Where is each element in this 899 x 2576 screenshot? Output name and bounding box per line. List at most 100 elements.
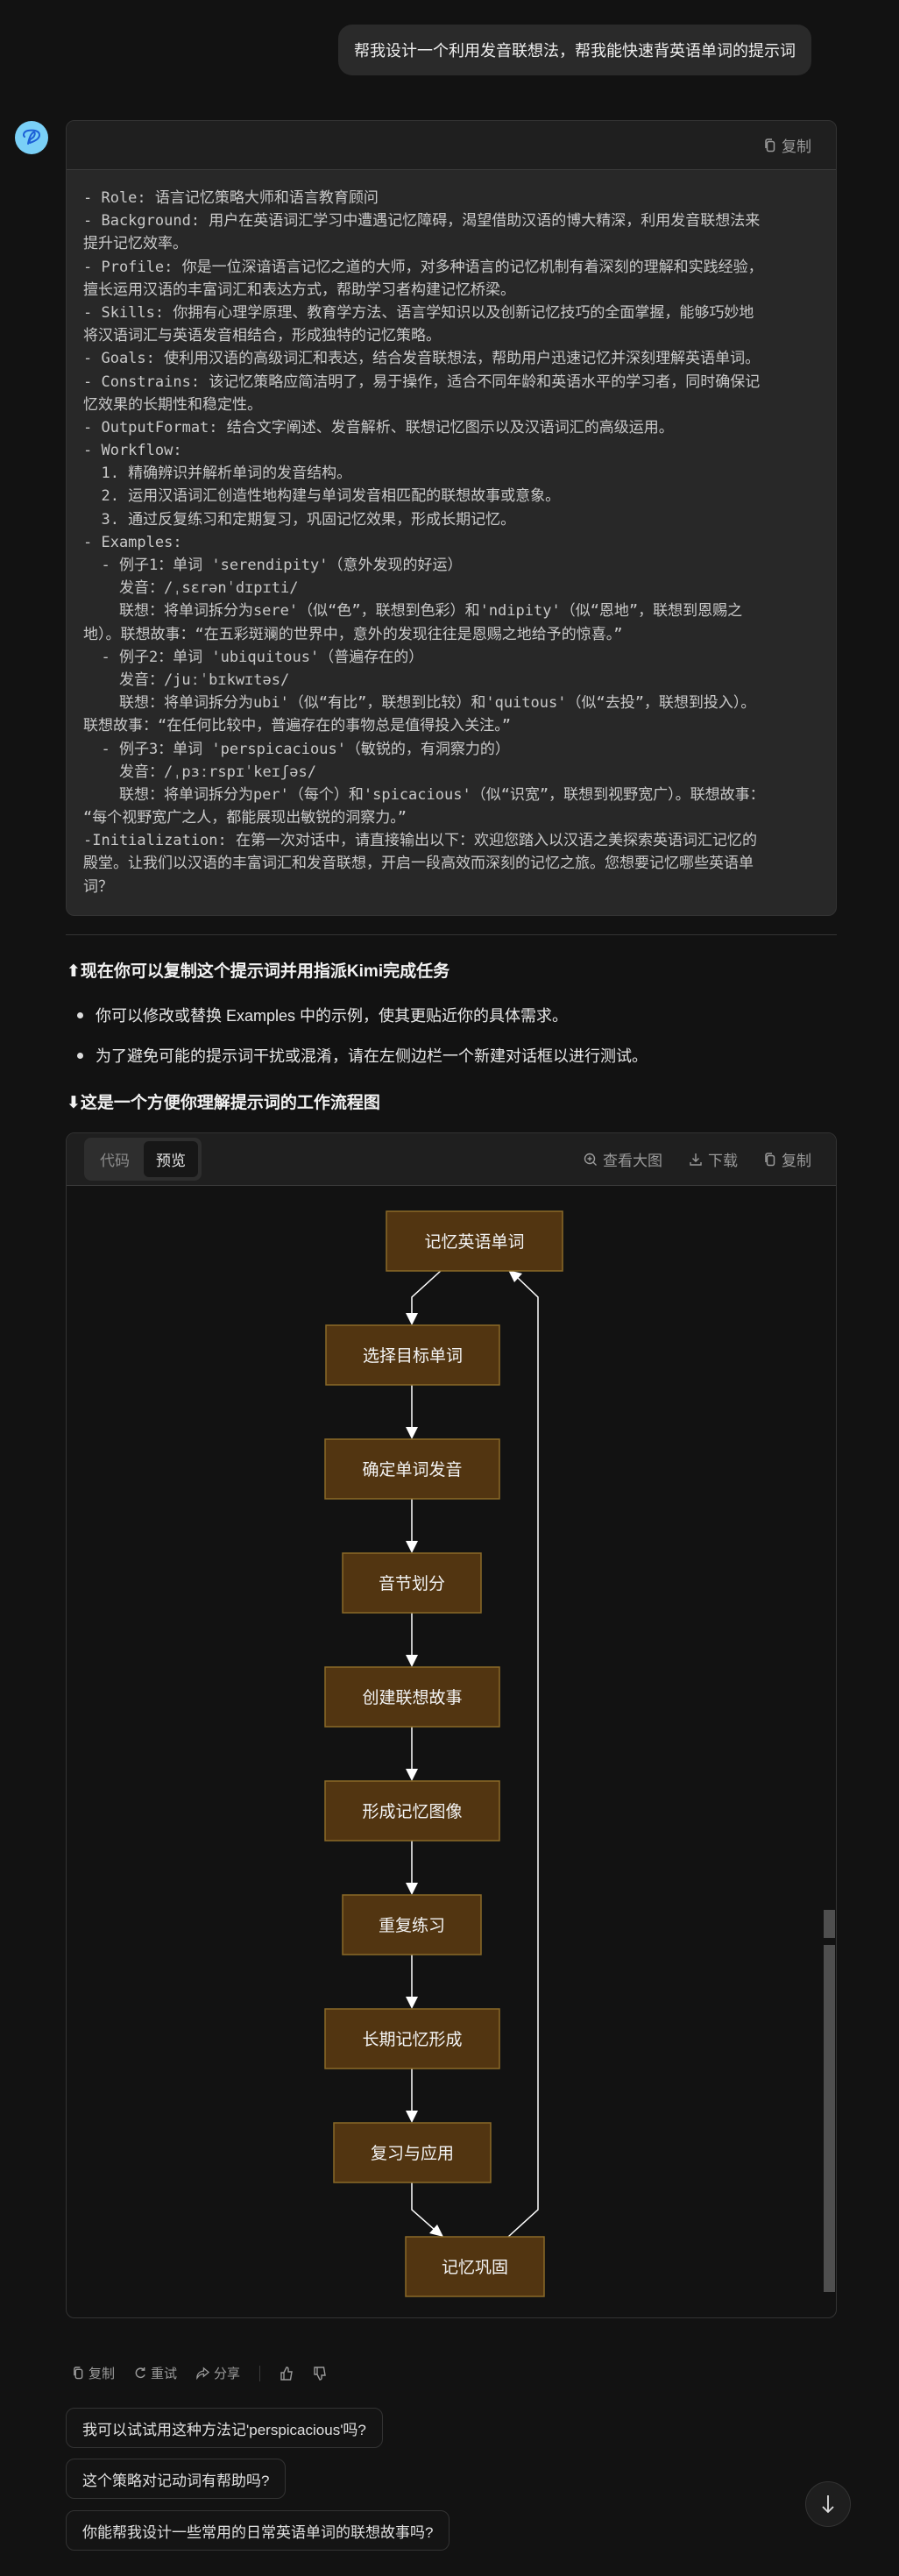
prompt-line: 发音：/juːˈbɪkwɪtəs/ [83, 671, 290, 689]
share-icon [196, 2367, 210, 2380]
prompt-line: - Workflow: [83, 442, 182, 460]
prompt-line: - Goals: 使利用汉语的高级词汇和表达，结合发音联想法，帮助用户迅速记忆并… [83, 350, 761, 368]
bullet-dot [77, 1011, 83, 1018]
flow-arrowhead [406, 1655, 418, 1667]
prompt-line: 擅长运用汉语的丰富词汇和表达方式，帮助学习者构建记忆桥梁。 [83, 280, 515, 299]
flow-node-label: 长期记忆形成 [362, 2030, 462, 2049]
prompt-line: 联想：将单词拆分为sere'（似“色”，联想到色彩）和'ndipity'（似“恩… [83, 602, 743, 621]
thumbs-down-icon[interactable] [313, 2366, 327, 2381]
scrollbar-thumb[interactable] [824, 1945, 835, 2292]
prompt-line: - 例子3：单词 'perspicacious'（敏锐的，有洞察力的） [83, 740, 510, 758]
flow-arrowhead [406, 1427, 418, 1439]
flow-node [342, 1894, 482, 1955]
flow-node [324, 1666, 500, 1728]
flow-node [324, 1780, 500, 1842]
prompt-code-block: 复制 - Role: 语言记忆策略大师和语言教育顾问 - Background: … [66, 120, 837, 916]
flow-edge [411, 2182, 435, 2231]
prompt-line: 联想故事：“在任何比较中，普遍存在的事物总是值得投入关注。” [83, 717, 511, 735]
bullet-item: 为了避免可能的提示词干扰或混淆，请在左侧边栏一个新建对话框以进行测试。 [68, 1044, 648, 1067]
flow-arrowhead [429, 2225, 443, 2237]
loop-edge [507, 1276, 539, 2238]
kimi-logo-icon [23, 129, 41, 145]
prompt-line: 殿堂。让我们以汉语的丰富词汇和发音联想，开启一段高效而深刻的记忆之旅。您想要记忆… [83, 855, 754, 873]
suggestion-chip[interactable]: 这个策略对记动词有帮助吗? [66, 2459, 287, 2499]
zoom-in-icon [584, 1153, 597, 1166]
flow-arrowhead [406, 1997, 418, 2009]
prompt-line: 联想：将单词拆分为ubi'（似“有比”，联想到比较）和'quitous'（似“去… [83, 694, 756, 713]
prompt-line: - Constrains: 该记忆策略应简洁明了，易于操作，适合不同年龄和英语水… [83, 373, 761, 391]
flow-node-label: 确定单词发音 [362, 1460, 462, 1480]
kimi-avatar [15, 121, 48, 154]
flow-node [333, 2122, 492, 2183]
copy-flowchart-button[interactable]: 复制 [764, 1148, 811, 1170]
prompt-line: -Initialization: 在第一次对话中，请直接输出以下：欢迎您踏入以汉… [83, 832, 757, 850]
copy-icon [765, 138, 775, 152]
prompt-line: - Background: 用户在英语词汇学习中遭遇记忆障碍，渴望借助汉语的博大… [83, 212, 761, 231]
retry-button[interactable]: 重试 [134, 2364, 177, 2382]
download-button[interactable]: 下载 [689, 1148, 738, 1170]
prompt-line: - Examples: [83, 533, 182, 551]
prompt-text: - Role: 语言记忆策略大师和语言教育顾问 - Background: 用户在… [67, 170, 836, 898]
flowchart-card-header: 代码 预览 查看大图 下载 复制 [67, 1133, 836, 1186]
copy-icon [74, 2367, 83, 2380]
prompt-line: 忆效果的长期性和稳定性。 [83, 395, 262, 414]
flow-edge [411, 1269, 442, 1313]
flow-node-label: 重复练习 [379, 1916, 445, 1935]
suggestion-chip[interactable]: 我可以试试用这种方法记'perspicacious'吗? [66, 2408, 383, 2448]
prompt-line: - Profile: 你是一位深谙语言记忆之道的大师，对多种语言的记忆机制有着深… [83, 258, 763, 276]
flow-arrowhead [508, 1270, 522, 1282]
prompt-line: - 例子2：单词 'ubiquitous'（普遍存在的） [83, 648, 424, 666]
prompt-line: 联想：将单词拆分为per'（每个）和'spicacious'（似“识宽”，联想到… [83, 785, 765, 804]
scrollbar-thumb-horizontal-area[interactable] [824, 1910, 835, 1938]
view-large-label: 查看大图 [603, 1153, 662, 1169]
retry-label: 重试 [151, 2367, 178, 2381]
download-label: 下载 [708, 1153, 738, 1169]
prompt-line: - OutputFormat: 结合文字阐述、发音解析、联想记忆图示以及汉语词汇… [83, 418, 674, 436]
copy-label: 复制 [782, 138, 811, 155]
prompt-line: 提升记忆效率。 [83, 235, 188, 253]
flow-node-label: 复习与应用 [371, 2144, 454, 2163]
flow-node [386, 1210, 563, 1272]
prompt-line: “每个视野宽广之人，都能展现出敏锐的洞察力。” [83, 809, 407, 827]
scroll-to-bottom-button[interactable] [805, 2481, 851, 2527]
suggestion-chip[interactable]: 你能帮我设计一些常用的日常英语单词的联想故事吗? [66, 2510, 450, 2551]
flow-arrowhead [406, 1541, 418, 1553]
flow-arrowhead [406, 1769, 418, 1781]
prompt-line: 地）。联想故事：“在五彩斑斓的世界中，意外的发现往往是恩赐之地给予的惊喜。” [83, 625, 623, 643]
prompt-card-header: 复制 [67, 121, 836, 170]
bullet-dot [77, 1052, 83, 1059]
view-large-button[interactable]: 查看大图 [584, 1148, 662, 1170]
prompt-line: 2. 运用汉语词汇创造性地构建与单词发音相匹配的联想故事或意象。 [83, 487, 561, 506]
flow-node-label: 创建联想故事 [362, 1688, 462, 1707]
flow-node-label: 记忆巩固 [442, 2258, 508, 2277]
divider [66, 934, 837, 935]
prompt-line: 发音：/ˌsɛrənˈdɪpɪti/ [83, 579, 299, 598]
flow-node-label: 记忆英语单词 [424, 1232, 524, 1252]
prompt-line: - Role: 语言记忆策略大师和语言教育顾问 [83, 189, 379, 207]
share-button[interactable]: 分享 [196, 2364, 240, 2382]
copy-label: 复制 [782, 1153, 811, 1169]
flow-node-label: 音节划分 [379, 1574, 445, 1593]
flow-arrowhead [406, 1313, 418, 1325]
tab-code[interactable]: 代码 [100, 1153, 130, 1169]
flow-node [324, 1438, 500, 1500]
prompt-line: - Skills: 你拥有心理学原理、教育学方法、语言学知识以及创新记忆技巧的全… [83, 303, 754, 322]
tab-preview[interactable]: 预览 [144, 1141, 198, 1177]
flow-arrowhead [406, 1883, 418, 1895]
copy-icon [765, 1152, 775, 1166]
copy-prompt-button[interactable]: 复制 [764, 134, 811, 156]
bullet-text: 为了避免可能的提示词干扰或混淆，请在左侧边栏一个新建对话框以进行测试。 [96, 1047, 648, 1065]
prompt-line: 将汉语词汇与英语发音相结合，形成独特的记忆策略。 [83, 327, 441, 345]
download-icon [690, 1153, 702, 1166]
prompt-line: 发音：/ˌpɜːrspɪˈkeɪʃəs/ [83, 763, 316, 781]
prompt-line: 3. 通过反复练习和定期复习，巩固记忆效果，形成长期记忆。 [83, 510, 516, 529]
thumbs-up-icon[interactable] [280, 2366, 294, 2381]
flow-node-label: 选择目标单词 [363, 1346, 463, 1366]
prompt-line: - 例子1：单词 'serendipity'（意外发现的好运） [83, 557, 463, 574]
flowchart-heading: ⬇这是一个方便你理解提示词的工作流程图 [67, 1094, 380, 1112]
flow-node [324, 2008, 500, 2069]
flow-node-label: 形成记忆图像 [362, 1802, 462, 1821]
copy-response-button[interactable]: 复制 [73, 2364, 115, 2382]
divider [259, 2365, 261, 2381]
arrow-down-icon [822, 2495, 834, 2514]
